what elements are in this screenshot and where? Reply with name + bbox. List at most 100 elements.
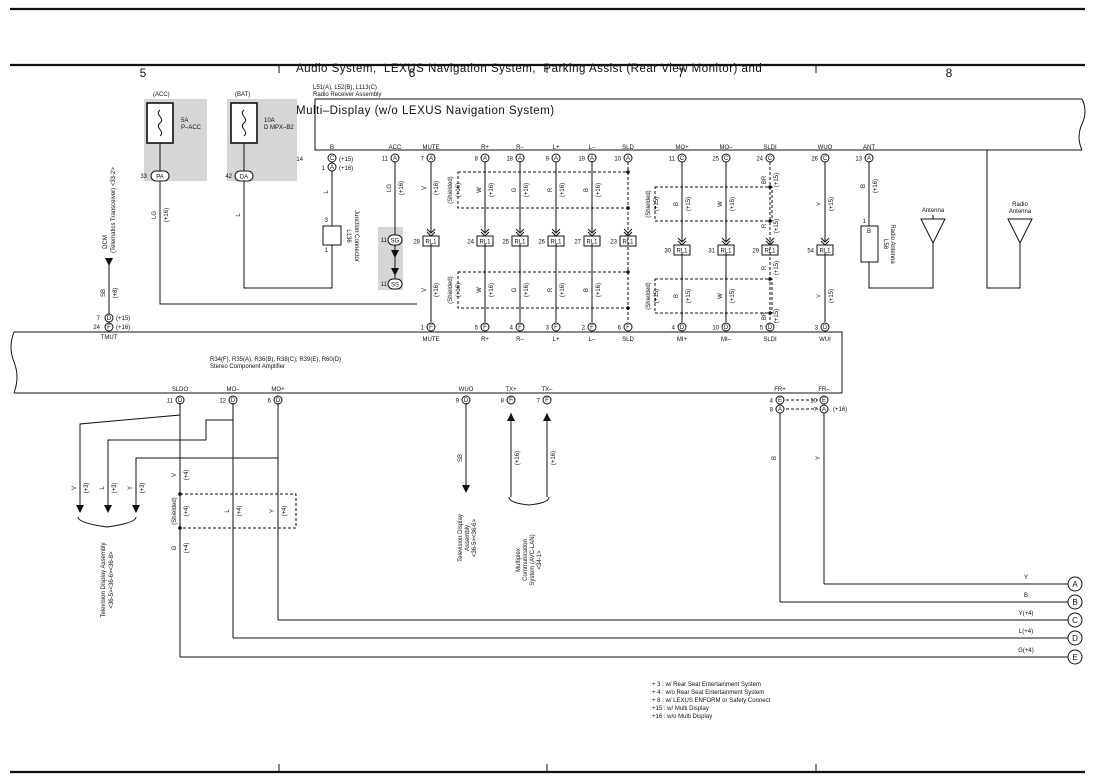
receiver-ids: L51(A), L52(B), L113(C) bbox=[313, 85, 377, 91]
receiver-pin-12-pin: 13 bbox=[855, 157, 862, 163]
monitor-wires: B(+15)B(+15)W(+15)W(+15)BR(+15)BR(+15)Y(… bbox=[674, 162, 835, 323]
sg-pin: 11 bbox=[381, 238, 388, 244]
mon-wire-2-0: BR bbox=[762, 175, 768, 184]
receiver-pin-3-pin: 8 bbox=[475, 157, 479, 163]
fuse-bat-name: D MPX–B2 bbox=[264, 125, 294, 131]
mon-note-3-0: (+15) bbox=[829, 197, 835, 211]
lower-shielded: (Shielded) bbox=[172, 497, 178, 524]
receiver-pin-2-pin: 7 bbox=[421, 157, 425, 163]
receiver-pin-1-conn: A bbox=[393, 156, 397, 162]
receiver-pin-7-pin: 10 bbox=[614, 157, 621, 163]
tmut-note-1: (+15) bbox=[116, 316, 130, 322]
offpage-wire-1: B bbox=[1024, 593, 1028, 599]
amp-top-5-conn: F bbox=[626, 325, 630, 331]
spk-wire-4-1: B bbox=[584, 288, 590, 292]
fr-b-wire: B bbox=[772, 456, 778, 460]
rl1-label-2: RL1 bbox=[514, 240, 526, 246]
mon-note-1-0: (+15) bbox=[730, 197, 736, 211]
spk-note-4-0: (+16) bbox=[596, 183, 602, 197]
grid-number-7: 7 bbox=[678, 66, 685, 80]
tmut-label: TMUT bbox=[101, 335, 118, 341]
receiver-b-note2: (+16) bbox=[339, 166, 353, 172]
receiver-pin-label-5: L+ bbox=[553, 145, 560, 151]
rl1-label-7: RL1 bbox=[720, 249, 732, 255]
fuse-bat-pin: 42 bbox=[225, 174, 232, 180]
receiver-pin-label-9: MO– bbox=[719, 145, 733, 151]
sldi-r1-note: (+15) bbox=[774, 219, 780, 233]
rl1-label-8: RL1 bbox=[764, 249, 776, 255]
amp-top-label-7: MI– bbox=[721, 337, 732, 343]
rl1-label-9: RL1 bbox=[819, 249, 831, 255]
amp-top-1-pin: 5 bbox=[475, 326, 479, 332]
amp-top-label-3: L+ bbox=[553, 337, 560, 343]
ant-wire-note: (+16) bbox=[873, 179, 879, 193]
receiver-pin-11-conn: C bbox=[823, 156, 828, 162]
lower-g-note: (+4) bbox=[184, 543, 190, 554]
amp-bot-6-conn: E bbox=[778, 398, 782, 404]
amp-bot-2-conn: D bbox=[276, 398, 281, 404]
fr-note: (+16) bbox=[833, 407, 847, 413]
amp-bot-label-6: FR+ bbox=[774, 387, 786, 393]
receiver-pin-6-conn: A bbox=[590, 156, 594, 162]
receiver-pin-1-pin: 11 bbox=[382, 157, 389, 163]
receiver-b-pin2: 1 bbox=[322, 166, 326, 172]
antenna-label-1: Antenna bbox=[922, 208, 945, 214]
receiver-b-note: (+15) bbox=[339, 157, 353, 163]
shielded-label-2: (Shielded) bbox=[448, 276, 454, 303]
receiver-pin-4-pin: 18 bbox=[506, 157, 513, 163]
amp-bot-3-pin: 9 bbox=[456, 399, 460, 405]
tv-wiring: V (+3) L (+3) Y (+3) Television Display … bbox=[72, 403, 297, 657]
note-5: +16 : w/o Multi Display bbox=[652, 714, 712, 720]
fuse-bat-conn: DA bbox=[240, 175, 248, 181]
amp-top-1-conn: F bbox=[483, 325, 487, 331]
spk-wire-1-1: W bbox=[477, 287, 483, 293]
offpage-wire-0: Y bbox=[1024, 575, 1028, 581]
amp-top-label-6: MI+ bbox=[677, 337, 688, 343]
amp-top-label-1: R+ bbox=[481, 337, 489, 343]
receiver-pin-12-conn: A bbox=[867, 156, 871, 162]
receiver-pin-label-4: R– bbox=[516, 145, 524, 151]
spk-note-1-0: (+16) bbox=[489, 183, 495, 197]
sldi-r2-note: (+15) bbox=[774, 261, 780, 275]
rl1-pin-1: 24 bbox=[467, 240, 474, 246]
amp-top-6-pin: 4 bbox=[672, 326, 676, 332]
amp-bot-label-0: SLDO bbox=[172, 387, 189, 393]
antenna-name: Radio Antenna bbox=[889, 224, 895, 264]
rl1-label-1: RL1 bbox=[479, 240, 491, 246]
note-1: + 3 : w/ Rear Seat Entertainment System bbox=[652, 682, 761, 688]
shielded-note-4: (+15) bbox=[654, 289, 660, 303]
lower-y-note: (+4) bbox=[282, 506, 288, 517]
mon-wire-3-0: Y bbox=[817, 202, 823, 206]
amp-bot-0-pin: 11 bbox=[167, 399, 174, 405]
receiver-b-wire: L bbox=[324, 190, 330, 194]
tmut-pin-2: 24 bbox=[93, 325, 100, 331]
amp-bot-6b-pin: 8 bbox=[770, 408, 774, 414]
grid-number-8: 8 bbox=[946, 66, 953, 80]
amp-top-label-2: R– bbox=[516, 337, 524, 343]
tv-wire-y-note: (+3) bbox=[140, 483, 146, 494]
wuo-wire: SB bbox=[458, 454, 464, 462]
amp-bot-0-conn: D bbox=[178, 398, 183, 404]
lower-v: V bbox=[172, 473, 178, 477]
amp-top-4-pin: 2 bbox=[582, 326, 586, 332]
shielded-note-1: (+16) bbox=[456, 183, 462, 197]
amp-top-label-4: L– bbox=[589, 337, 596, 343]
sg-conn: SG bbox=[391, 239, 400, 245]
mcs-l4: <34-1> bbox=[537, 550, 543, 570]
mon-wire-3-1: Y bbox=[817, 294, 823, 298]
amp-bot-5-conn: F bbox=[545, 398, 549, 404]
offpage-letter-0: A bbox=[1072, 580, 1078, 589]
tv-assembly-2: <36-5><36-6><36-8> bbox=[109, 551, 115, 609]
fuse-acc-name: P–ACC bbox=[181, 125, 202, 131]
spk-note-3-0: (+16) bbox=[560, 183, 566, 197]
receiver-pin-10-pin: 24 bbox=[756, 157, 763, 163]
dcm-wire-note: (+8) bbox=[113, 288, 119, 299]
receiver-pin-label-8: MO+ bbox=[675, 145, 689, 151]
fuse-acc-pin: 33 bbox=[140, 174, 147, 180]
antenna-label-2: Antenna bbox=[1009, 209, 1032, 215]
mon-note-2-1: (+15) bbox=[774, 309, 780, 323]
lower-y: Y bbox=[270, 509, 276, 513]
shielded-label-4: (Shielded) bbox=[646, 282, 652, 309]
shielded-note-2: (+16) bbox=[456, 283, 462, 297]
